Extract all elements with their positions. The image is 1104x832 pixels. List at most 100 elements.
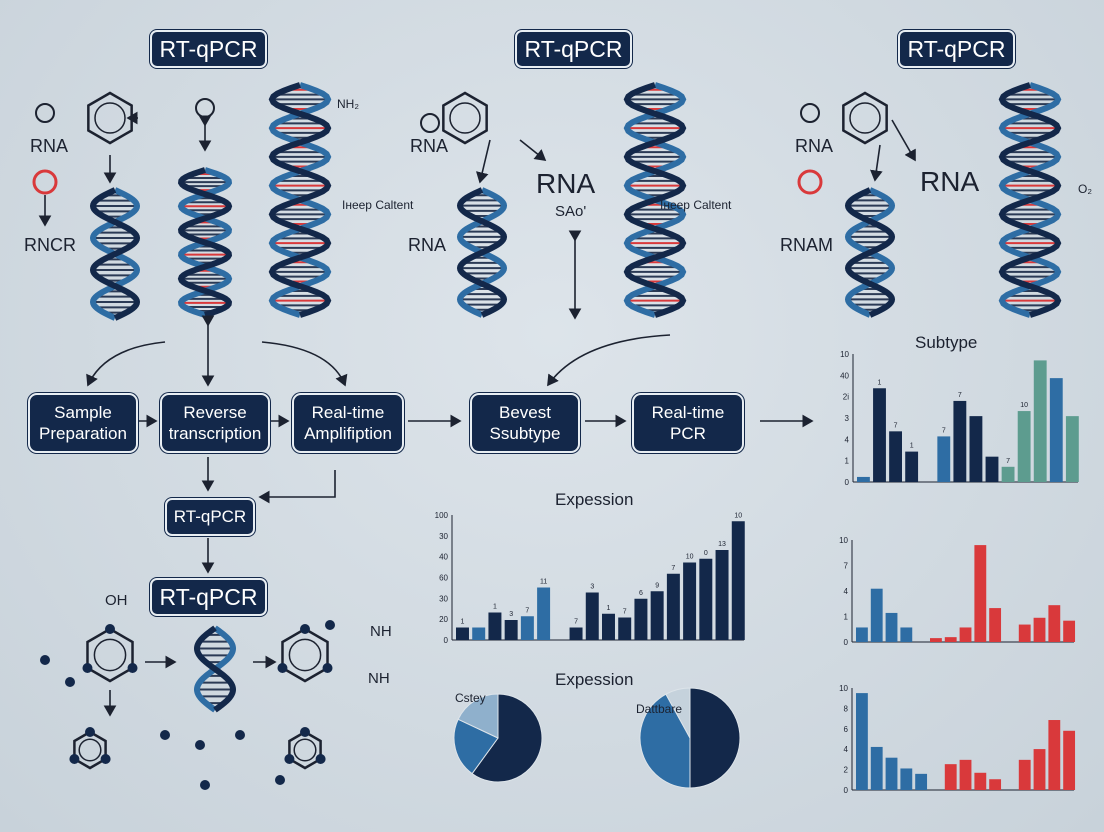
rt-qpcr-step-box: RT-qPCR: [165, 498, 255, 536]
atom-node: [127, 663, 138, 673]
strand: [998, 82, 1062, 318]
bar: [699, 558, 713, 640]
bar: [1017, 411, 1031, 482]
bar: [1065, 416, 1079, 482]
molecule-ring-icon: [86, 627, 134, 683]
y-tick-label: 6: [844, 725, 849, 734]
y-tick-label: 0: [844, 638, 849, 647]
strand: [844, 187, 896, 318]
pie-section-title: Expession: [555, 670, 634, 689]
atom-node: [69, 754, 80, 764]
y-tick-label: 100: [435, 511, 449, 520]
bar: [1063, 730, 1076, 790]
atom-node: [322, 663, 333, 673]
bar: [885, 757, 898, 790]
data-label: 7: [958, 392, 962, 399]
data-label: 10: [1020, 402, 1028, 409]
y-tick-label: 1: [845, 457, 850, 466]
rnam-label: RNAM: [780, 235, 833, 255]
bar: [1048, 605, 1061, 642]
pie-slice-left: [471, 693, 543, 783]
benzene-ring-icon: [87, 91, 133, 145]
pie-slice-right: [689, 687, 741, 789]
bar: [1001, 466, 1015, 482]
data-label: 1: [878, 379, 882, 386]
bar: [1033, 617, 1046, 642]
bar: [1033, 749, 1046, 790]
title-badge-bottom: RT-qPCR: [150, 578, 267, 616]
atom-node: [300, 624, 310, 634]
bar: [856, 693, 868, 790]
bar: [985, 456, 999, 482]
y-tick-label: 0: [845, 478, 850, 487]
pie-label: Dattbare: [636, 702, 683, 716]
bar: [959, 627, 972, 642]
content-label: Iнeep Caltent: [342, 198, 414, 212]
bar: [1048, 720, 1061, 790]
content-label: Iнeep Caltent: [660, 198, 732, 212]
bar: [1018, 624, 1031, 642]
rna-label-large: RNA: [920, 166, 980, 197]
bar: [715, 550, 729, 640]
atom-circle-icon: [195, 98, 215, 118]
atom-circle-icon: [800, 103, 820, 123]
data-label: 7: [623, 609, 627, 616]
bar: [870, 746, 883, 790]
strand: [456, 187, 508, 318]
data-label: 9: [655, 582, 659, 589]
data-label: 3: [590, 584, 594, 591]
ring-inner: [78, 738, 102, 762]
atom-node: [277, 663, 288, 673]
dna-helix-icon: [844, 187, 896, 318]
o2-label: O₂: [1078, 182, 1092, 196]
atom-node: [300, 727, 310, 737]
step-real-time-amplification: Real-time Amplifiption: [292, 393, 404, 453]
title-badge-left: RT-qPCR: [150, 30, 267, 68]
bar: [930, 638, 942, 642]
data-label: 10: [686, 554, 694, 561]
bar: [944, 637, 957, 642]
bar: [634, 598, 648, 640]
bar: [944, 764, 957, 790]
step-sample-preparation: Sample Preparation: [28, 393, 138, 453]
atom-circle-icon: [420, 113, 440, 133]
rna-label-large: RNA: [536, 168, 596, 199]
y-tick-label: 3: [845, 414, 850, 423]
y-tick-label: 10: [839, 684, 848, 693]
bar: [915, 773, 928, 790]
flow-arrow: [891, 119, 916, 162]
bar: [900, 768, 913, 790]
ring-inner: [94, 102, 126, 134]
y-tick-label: 2i: [843, 393, 849, 402]
strand: [193, 625, 237, 713]
y-tick-label: 0: [844, 786, 849, 795]
pie-slice-right: [665, 687, 691, 739]
pie-slice-right: [639, 693, 691, 789]
dna-helix-icon: [177, 167, 233, 318]
y-tick-label: 30: [439, 594, 448, 603]
bar: [989, 608, 1002, 642]
data-label: 1: [493, 604, 497, 611]
bar: [731, 521, 745, 640]
y-tick-label: 40: [439, 553, 448, 562]
ring-inner: [93, 638, 127, 672]
data-label: 0: [704, 550, 708, 557]
bar: [618, 617, 632, 640]
bar: [989, 779, 1002, 790]
y-tick-label: 4: [845, 435, 850, 444]
dna-helix-icon: [998, 82, 1062, 318]
bar: [856, 627, 868, 642]
bar: [905, 451, 919, 482]
bar: [537, 587, 551, 640]
benzene-ring-icon: [442, 91, 488, 145]
step-subtype: Bevest Ssubtype: [470, 393, 580, 453]
y-tick-label: 4: [844, 745, 849, 754]
data-label: 7: [525, 607, 529, 614]
data-label: 7: [894, 422, 898, 429]
bar: [953, 400, 967, 482]
atom-node: [315, 754, 326, 764]
ring-inner: [449, 102, 481, 134]
atom-circle-icon: [797, 169, 823, 195]
atom-node: [160, 730, 170, 740]
